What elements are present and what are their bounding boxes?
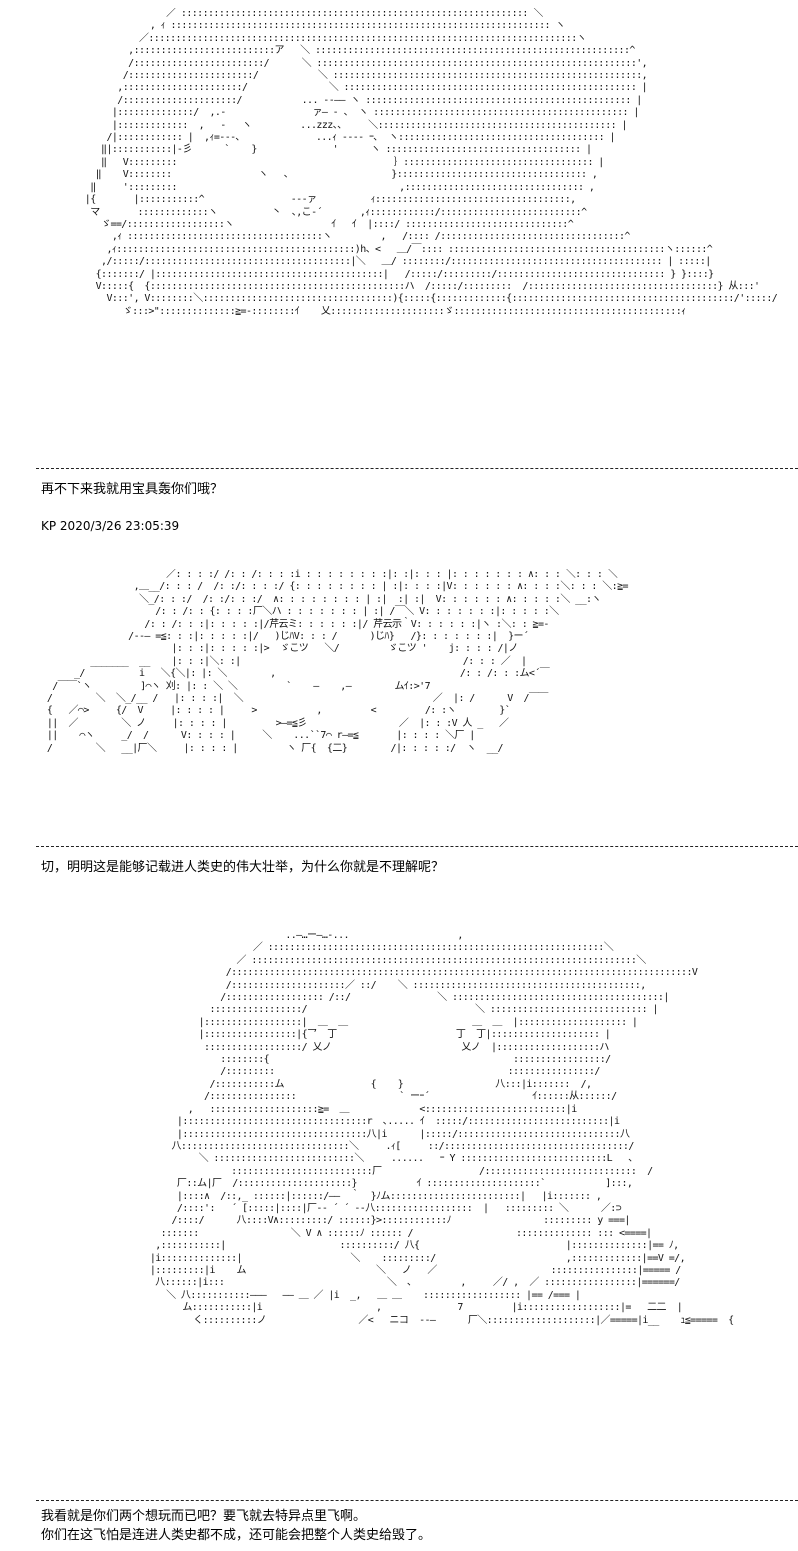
- dialogue-line-3b: 你们在这飞怕是连进人类史都不成，还可能会把整个人类史给毁了。: [41, 1528, 432, 1543]
- divider-rule-3: [36, 1500, 798, 1501]
- dialogue-line-2: 切，明明这是能够记载进人类史的伟大壮举，为什么你就是不理解呢？: [41, 860, 445, 875]
- divider-rule-1: [36, 468, 798, 469]
- post-meta-line: KP 2020/3/26 23:05:39: [41, 519, 180, 533]
- dialogue-line-3a: 我看就是你们两个想玩而已吧？要飞就去特异点里飞啊。: [41, 1509, 367, 1524]
- dialogue-line-1: 再不下来我就用宝具轰你们哦？: [41, 482, 224, 497]
- ascii-art-panel-1: ／ ::::::::::::::::::::::::::::::::::::::…: [84, 8, 778, 317]
- divider-rule-2: [36, 846, 798, 847]
- ascii-art-panel-3: ..―…ー―…‐... , ／ ::::::::::::::::::::::::…: [149, 930, 734, 1326]
- ascii-art-panel-2: ／: : : :/ /: : /: : : :i : : : : : : : :…: [46, 569, 629, 754]
